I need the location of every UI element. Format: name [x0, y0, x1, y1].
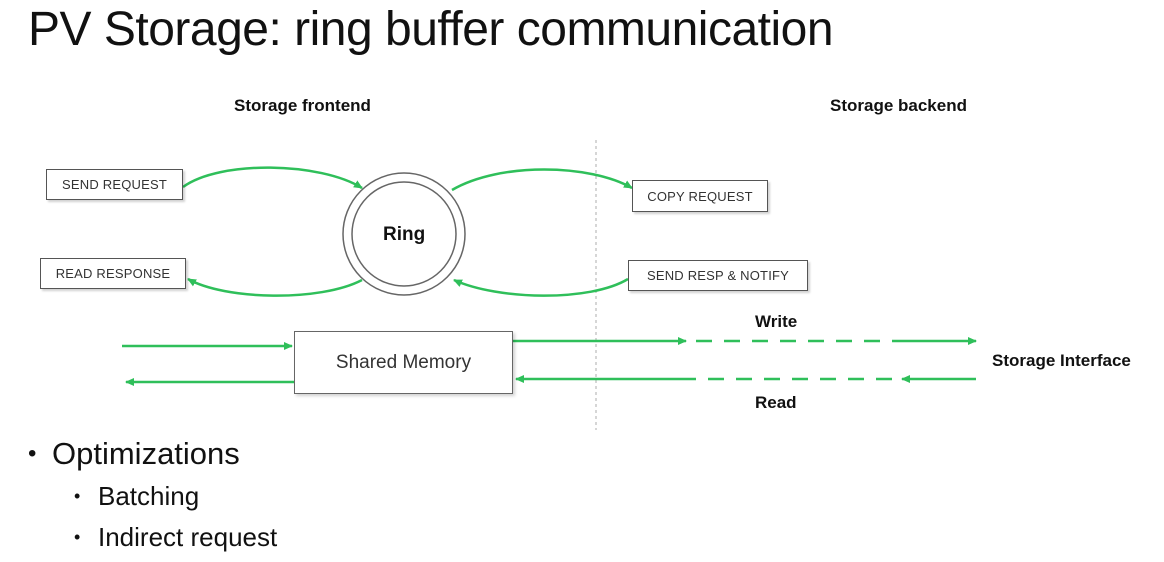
copy-request-arrow — [451, 168, 633, 192]
ring-label: Ring — [383, 224, 426, 245]
optimizations-list: • Optimizations • Batching • Indirect re… — [28, 432, 277, 558]
optimization-item-indirect-request: Indirect request — [98, 522, 278, 552]
list-item: • Batching — [28, 476, 277, 517]
read-response-arrow — [187, 277, 363, 297]
optimization-item-batching: Batching — [98, 481, 200, 511]
bullet-dot: • — [28, 440, 37, 467]
send-request-box: SEND REQUEST — [46, 169, 183, 200]
copy-request-box: COPY REQUEST — [632, 180, 768, 212]
list-item: • Indirect request — [28, 517, 277, 558]
bullet-dot: • — [74, 527, 81, 547]
ring-inner — [351, 181, 457, 287]
shared-memory-box: Shared Memory — [294, 331, 513, 394]
slide-title: PV Storage: ring buffer communication — [28, 3, 834, 56]
storage-interface-label: Storage Interface — [992, 351, 1131, 370]
storage-frontend-label: Storage frontend — [234, 96, 371, 115]
optimizations-heading: Optimizations — [52, 436, 240, 471]
send-resp-notify-box: SEND RESP & NOTIFY — [628, 260, 808, 291]
send-resp-arrow — [453, 277, 629, 297]
read-label: Read — [755, 393, 797, 412]
send-request-arrow — [182, 166, 363, 190]
bullet-dot: • — [74, 486, 81, 506]
storage-backend-label: Storage backend — [830, 96, 967, 115]
read-response-box: READ RESPONSE — [40, 258, 186, 289]
optimizations-bullet: • Optimizations — [28, 432, 277, 476]
write-label: Write — [755, 312, 798, 331]
